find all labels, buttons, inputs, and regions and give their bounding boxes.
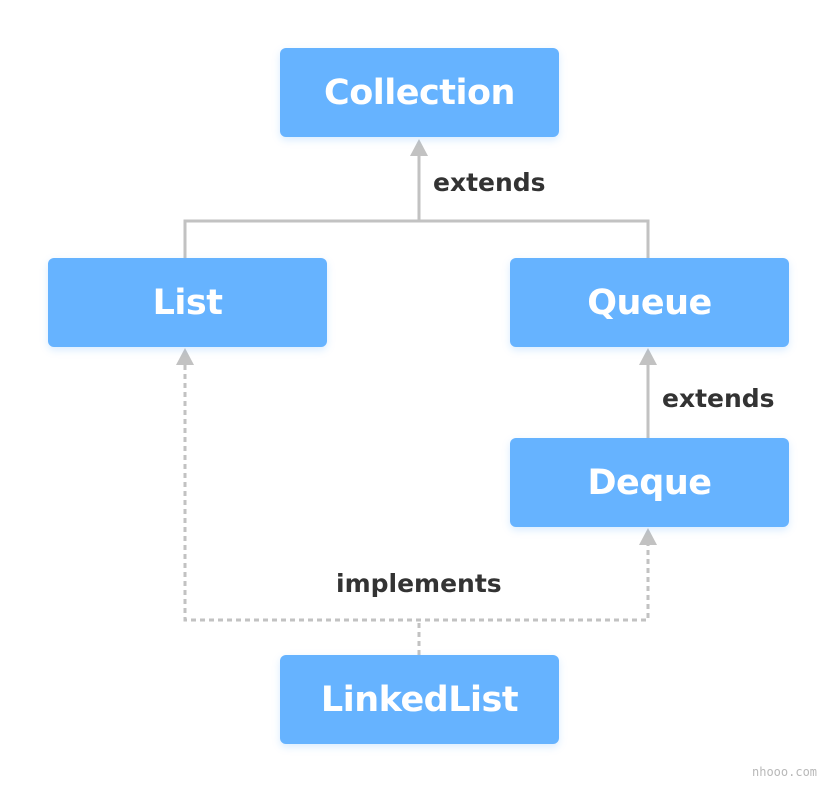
watermark-text: nhooo.com xyxy=(752,765,818,779)
list-label: List xyxy=(152,282,223,323)
linkedlist-node: LinkedList xyxy=(280,655,559,744)
collection-label: Collection xyxy=(324,72,515,113)
linkedlist-label: LinkedList xyxy=(320,679,519,720)
extends-label-queue: extends xyxy=(662,384,775,413)
arrowhead-to-deque xyxy=(639,528,657,545)
arrowhead-to-collection xyxy=(410,139,428,156)
deque-label: Deque xyxy=(587,462,713,503)
implements-label: implements xyxy=(336,569,502,598)
list-node: List xyxy=(48,258,327,347)
queue-node: Queue xyxy=(510,258,789,347)
queue-label: Queue xyxy=(587,282,712,323)
deque-node: Deque xyxy=(510,438,789,527)
arrowhead-to-list xyxy=(176,348,194,365)
extends-label-collection: extends xyxy=(433,168,546,197)
extends-connector-collection xyxy=(183,156,650,258)
collection-node: Collection xyxy=(280,48,559,137)
implements-connector xyxy=(183,365,650,655)
arrowhead-to-queue xyxy=(639,348,657,365)
